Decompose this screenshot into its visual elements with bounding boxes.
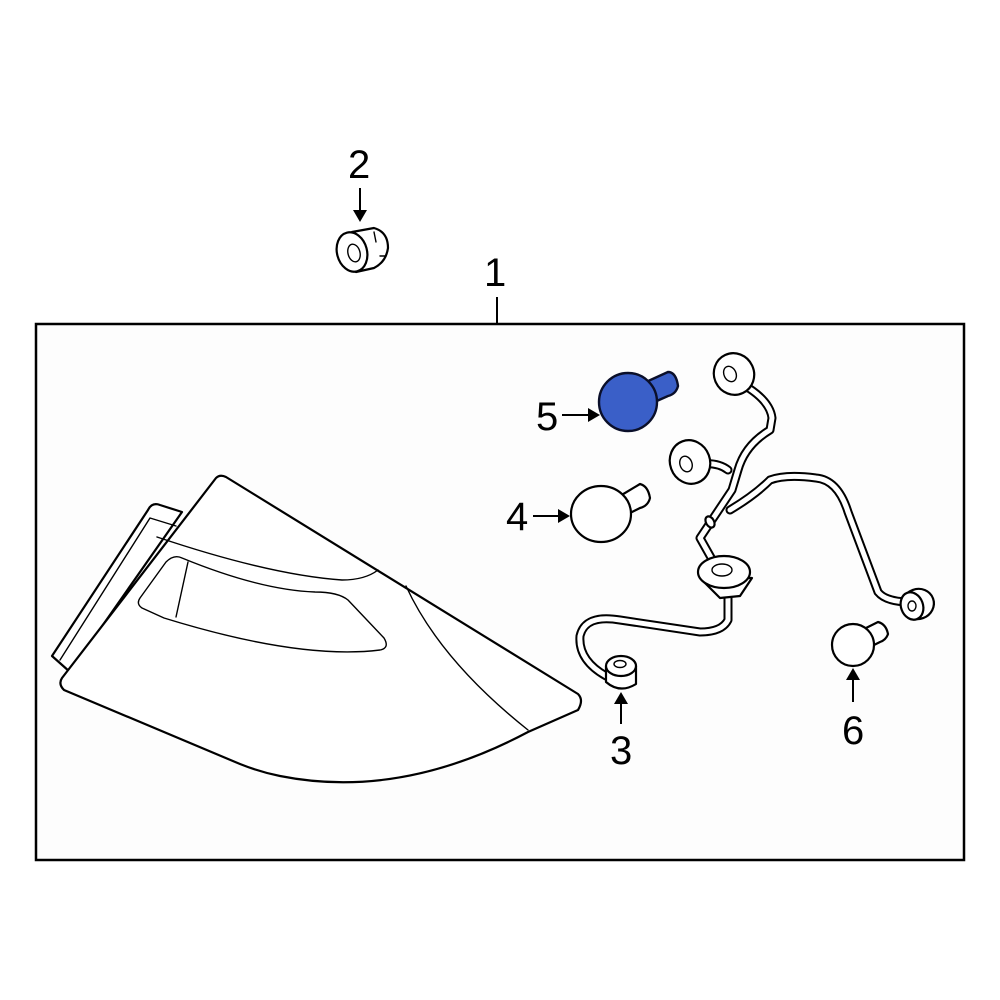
- callout-6-label: 6: [842, 709, 864, 753]
- callout-2-label: 2: [348, 143, 370, 187]
- part-1-tail-lamp-assembly[interactable]: [50, 474, 583, 784]
- callout-2-arrow-head-icon: [353, 210, 367, 222]
- callout-1-label: 1: [484, 251, 506, 295]
- part-2-grommet[interactable]: [332, 226, 390, 275]
- callout-6-arrow-head-icon: [846, 668, 860, 680]
- part-5-bulb-highlighted[interactable]: [597, 370, 680, 433]
- callout-5-label: 5: [536, 395, 558, 439]
- callout-4-arrow-head-icon: [558, 509, 570, 523]
- callout-2[interactable]: 2: [348, 143, 370, 222]
- callout-5-arrow-head-icon: [588, 408, 600, 422]
- part-6-bulb[interactable]: [830, 620, 890, 668]
- callout-4[interactable]: 4: [506, 495, 570, 539]
- callout-1[interactable]: 1: [484, 251, 506, 323]
- callout-6[interactable]: 6: [842, 668, 864, 753]
- part-3-socket-wire-harness[interactable]: [575, 347, 938, 690]
- callout-5[interactable]: 5: [536, 395, 600, 439]
- callout-3-label: 3: [610, 729, 632, 773]
- part-4-bulb[interactable]: [569, 482, 652, 544]
- callout-3-arrow-head-icon: [614, 692, 628, 704]
- callout-4-label: 4: [506, 495, 528, 539]
- callout-3[interactable]: 3: [610, 692, 632, 773]
